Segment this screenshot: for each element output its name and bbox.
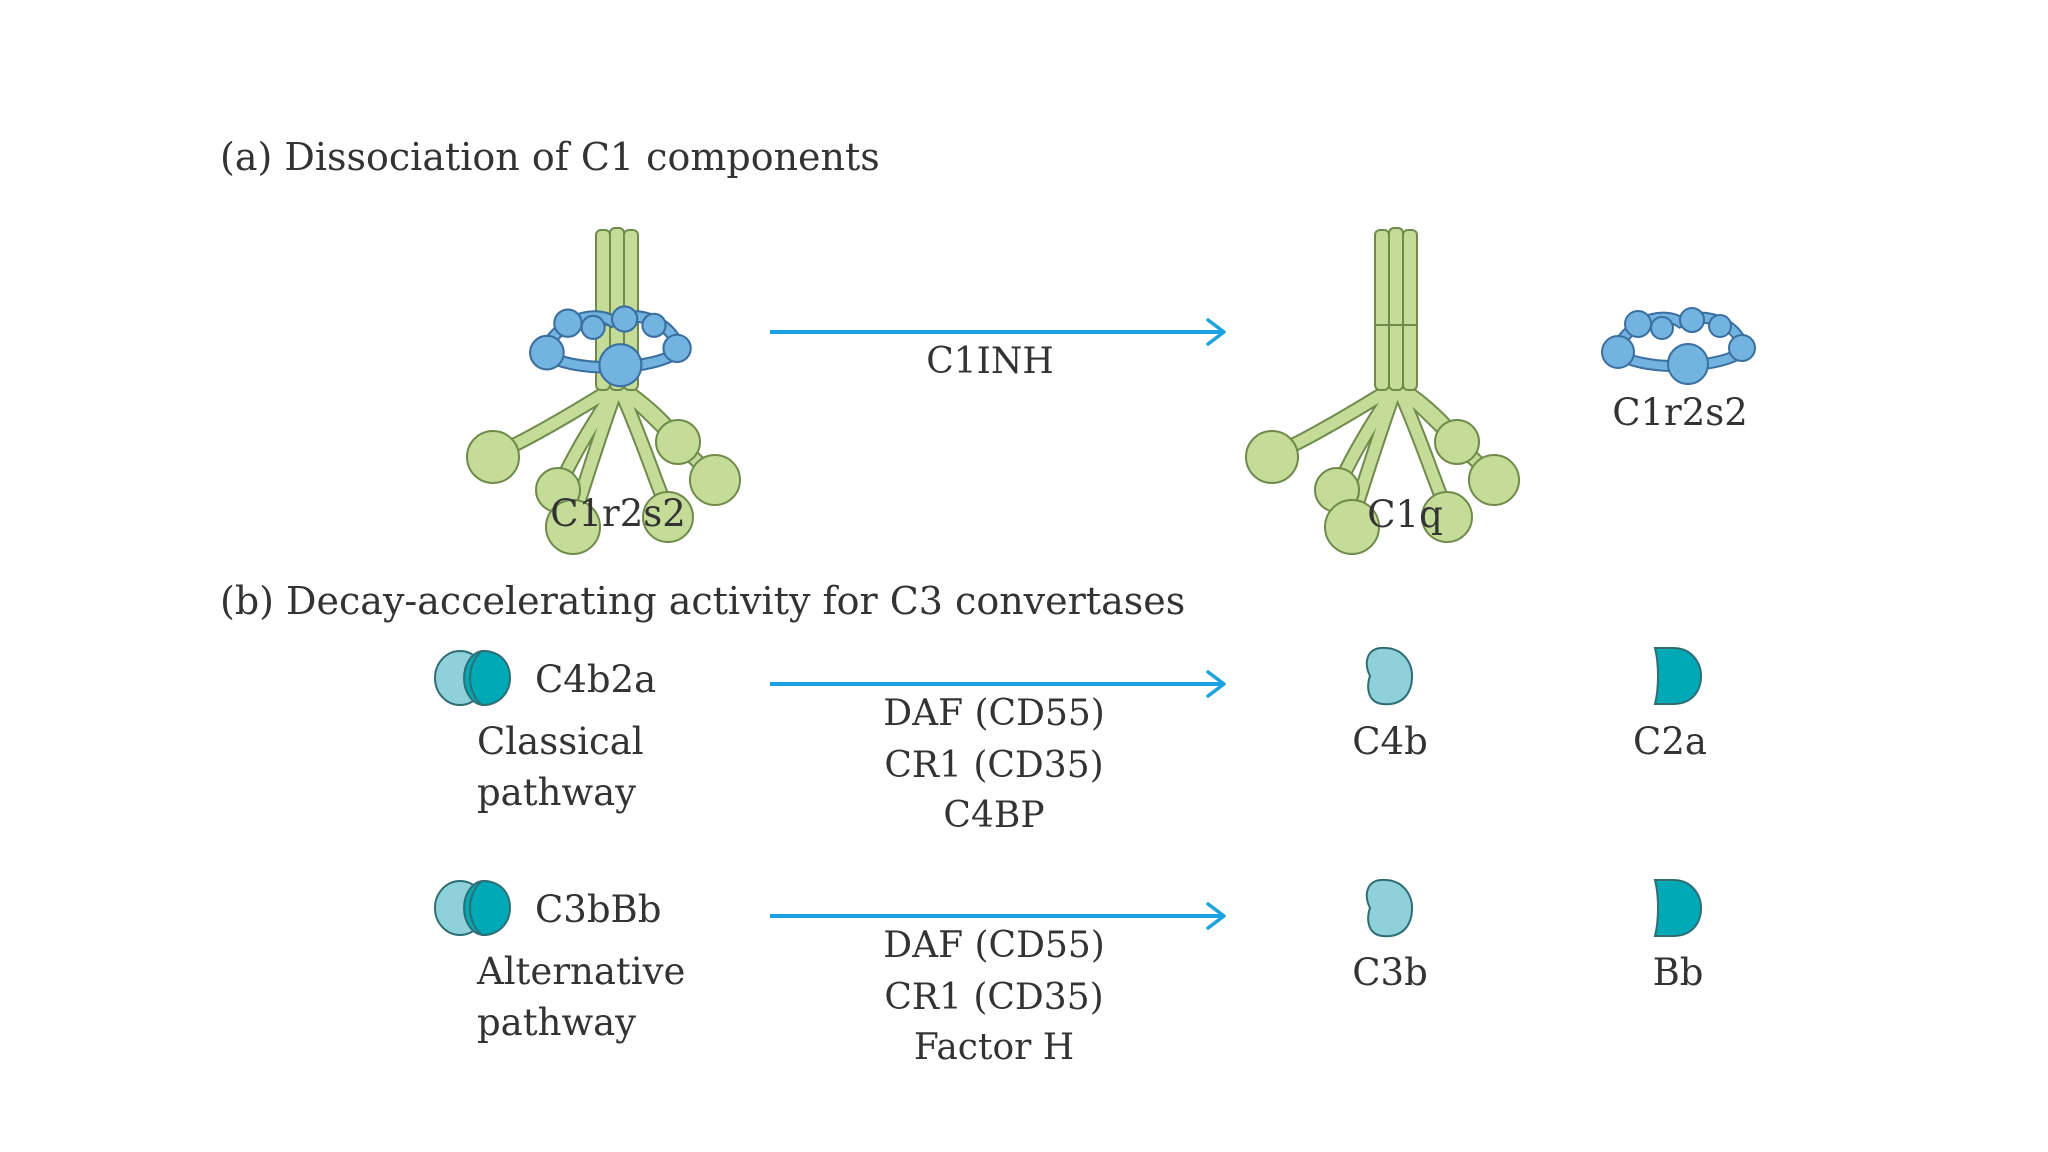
c1-complex-label: C1r2s2: [550, 492, 686, 535]
classical-pathway-line2: pathway: [477, 771, 636, 814]
c1r2s2-released-label: C1r2s2: [1612, 391, 1748, 434]
c1inh-label: C1INH: [926, 341, 1054, 382]
section-b-title: (b) Decay-accelerating activity for C3 c…: [220, 579, 1185, 623]
c4b-icon: [1365, 646, 1413, 706]
bb-icon: [1654, 879, 1702, 937]
regulator-daf-2: DAF (CD55): [883, 925, 1105, 966]
c3bbb-icon: [434, 880, 511, 936]
c4b2a-label: C4b2a: [535, 658, 656, 701]
regulator-c4bp: C4BP: [943, 795, 1044, 836]
alternative-pathway-line1: Alternative: [476, 950, 685, 993]
regulator-cr1: CR1 (CD35): [884, 745, 1103, 786]
regulator-daf: DAF (CD55): [883, 693, 1105, 734]
c3bbb-label: C3bBb: [535, 888, 661, 931]
c3b-label: C3b: [1352, 951, 1428, 994]
alternative-pathway-line2: pathway: [477, 1001, 636, 1044]
bb-label: Bb: [1653, 951, 1704, 994]
c1q-label: C1q: [1367, 493, 1443, 536]
c2a-icon: [1654, 647, 1702, 705]
section-a-title: (a) Dissociation of C1 components: [220, 135, 880, 179]
regulator-factor-h: Factor H: [914, 1027, 1074, 1068]
regulator-cr1-2: CR1 (CD35): [884, 977, 1103, 1018]
c3b-icon: [1365, 878, 1413, 938]
c4b2a-icon: [434, 650, 511, 706]
c2a-label: C2a: [1633, 720, 1707, 763]
c4b-label: C4b: [1352, 720, 1428, 763]
classical-pathway-line1: Classical: [477, 720, 644, 763]
c1r2s2-released-icon: [1602, 308, 1755, 384]
